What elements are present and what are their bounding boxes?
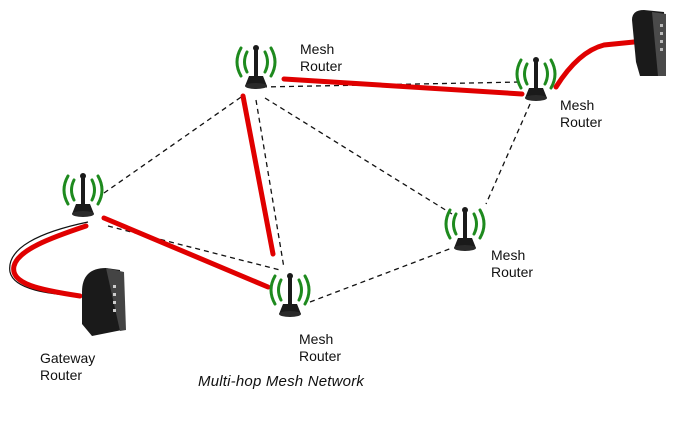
route-left-bottom [101,215,271,290]
route-right-modem [553,39,637,90]
dashed-links [103,81,531,303]
label-gateway-line1: Gateway [40,350,96,366]
gateway-cable [9,221,89,297]
label-router-top: Mesh Router [300,41,342,75]
diagram-caption: Multi-hop Mesh Network [198,373,365,390]
router-bottom-icon [269,271,311,319]
label-router-bottom: Mesh Router [299,331,341,365]
link-bottom-middle [309,247,453,303]
label-router-middle-right-line1: Mesh [491,247,526,263]
link-top-bottom [255,99,285,269]
link-left-top [103,94,245,194]
label-router-top-line2: Router [300,58,343,74]
label-router-bottom-line1: Mesh [299,331,334,347]
remote-modem-icon [632,10,666,76]
multi-hop-route [11,39,637,299]
label-router-right-line1: Mesh [560,97,595,113]
label-router-right-line2: Router [560,114,603,130]
link-top-middle [264,97,453,215]
router-left-icon [62,171,104,219]
route-bottom-top [240,93,276,257]
label-router-right: Mesh Router [560,97,602,131]
label-router-top-line1: Mesh [300,41,335,57]
label-router-middle-right-line2: Router [491,264,534,280]
route-gateway-left [11,223,89,299]
link-right-middle [485,103,531,205]
route-top-right [281,76,525,97]
label-gateway-router: Gateway Router [40,350,95,384]
label-router-middle-right: Mesh Router [491,247,533,281]
router-top-icon [235,43,277,91]
label-gateway-line2: Router [40,367,83,383]
gateway-modem-icon [82,268,126,336]
label-router-bottom-line2: Router [299,348,342,364]
